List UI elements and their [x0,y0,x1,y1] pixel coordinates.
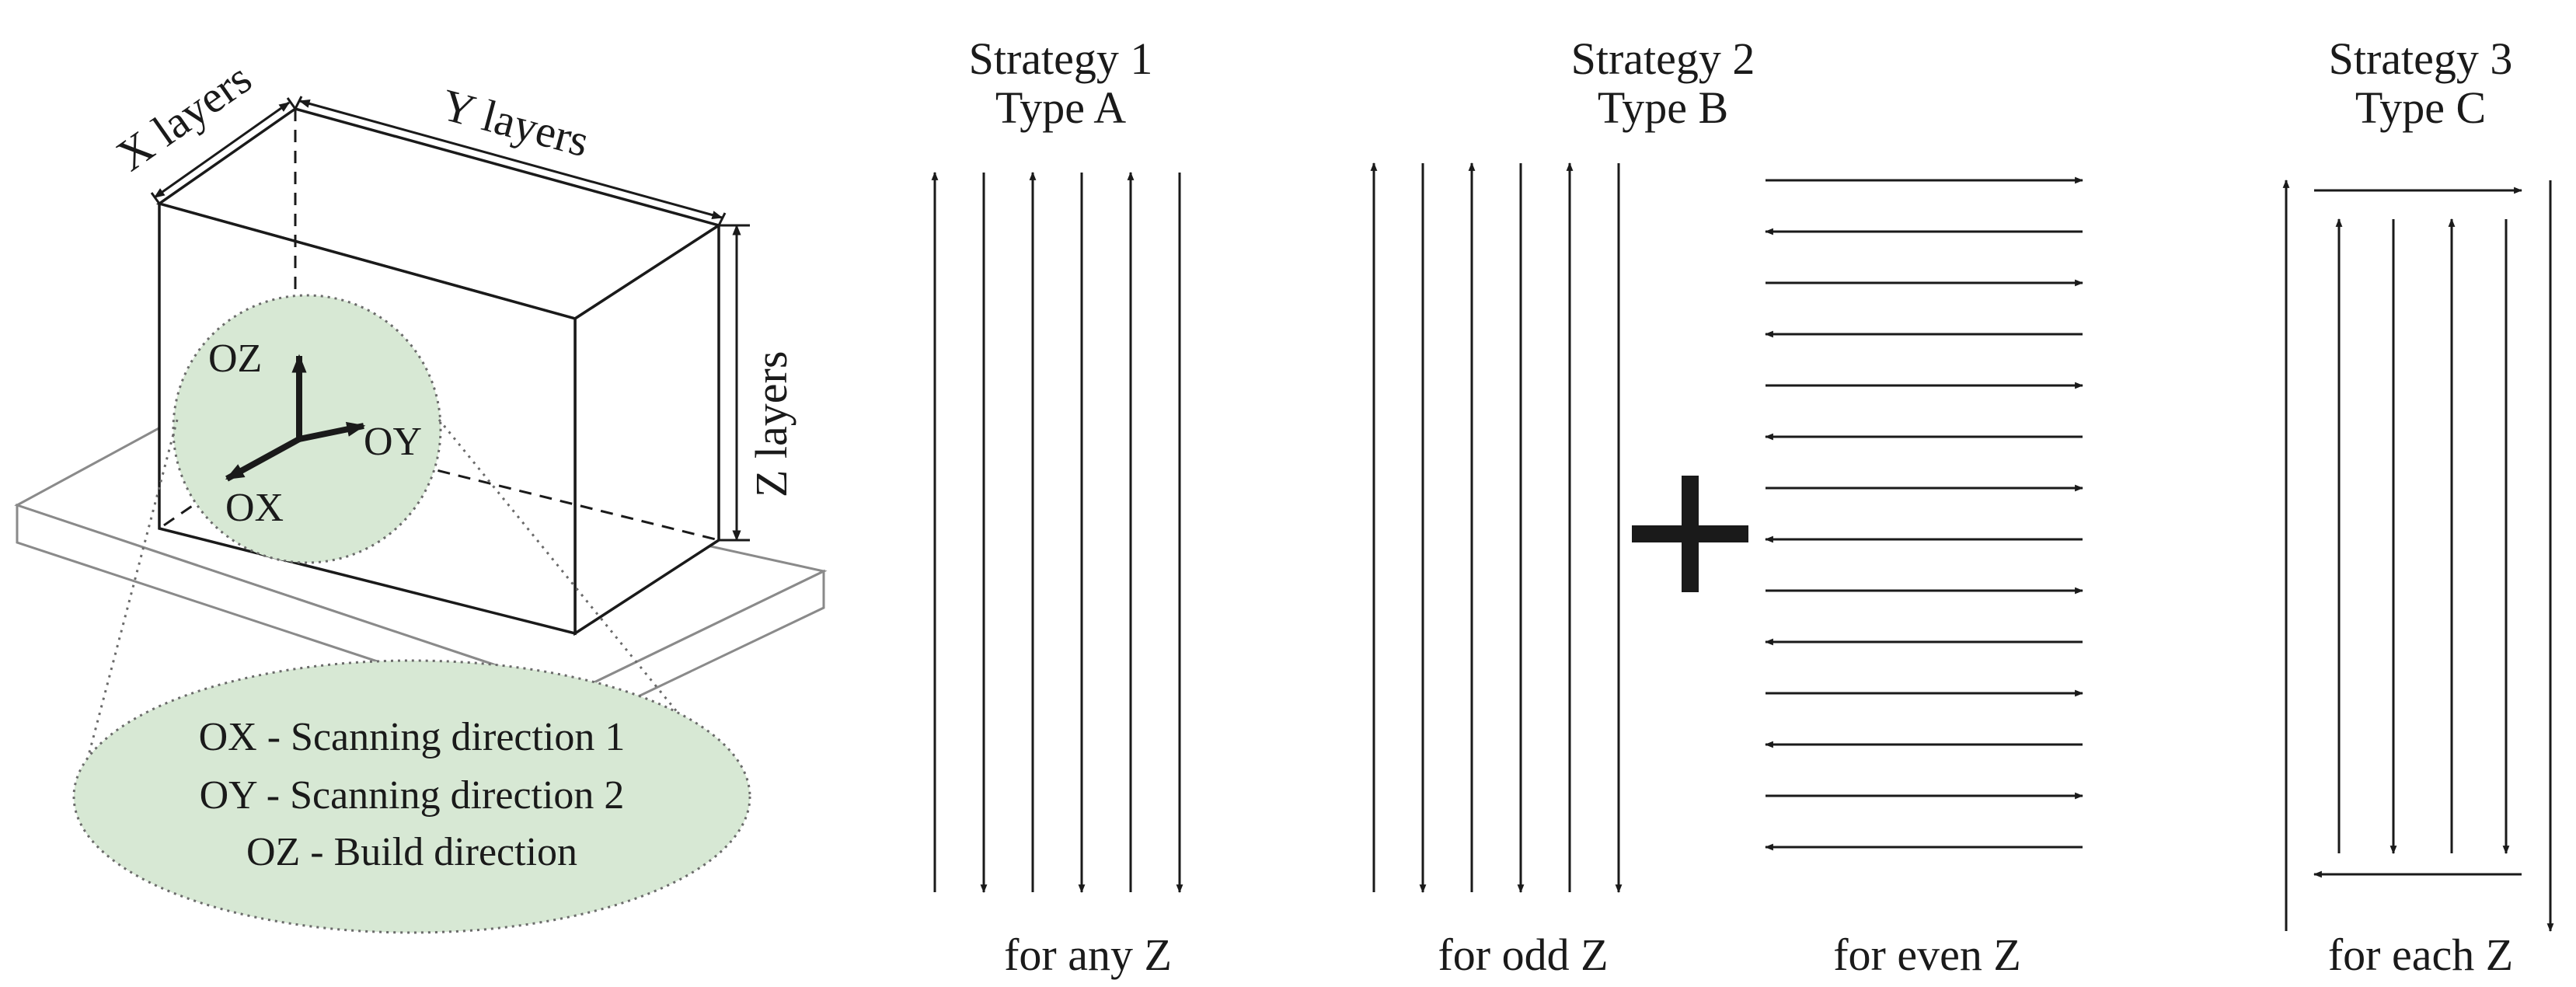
coordinate-axes [225,354,366,482]
strategy-2-type: Type B [1598,82,1728,133]
magnified-zone [172,294,442,564]
strategy-2-odd-scan-vectors [1370,162,1623,894]
strategy-2: Strategy 2 Type B for odd Z for even Z [1370,33,2084,980]
axis-label-oy: OY [364,420,422,464]
strategy-1: Strategy 1 Type A for any Z [931,33,1183,980]
strategy-3-title: Strategy 3 [2329,33,2513,84]
strategy-1-type: Type A [995,82,1126,133]
axis-label-oz: OZ [208,337,262,381]
strategy-2-title: Strategy 2 [1571,33,1755,84]
strategy-2-caption-odd: for odd Z [1438,929,1608,980]
strategy-1-scan-vectors [931,171,1183,894]
plus-sign [1632,476,1748,592]
axis-label-ox: OX [225,486,284,530]
legend-line-oy: OY - Scanning direction 2 [200,773,625,818]
strategy-2-caption-even: for even Z [1833,929,2021,980]
strategy-3-type: Type C [2355,82,2486,133]
strategy-1-caption: for any Z [1004,929,1172,980]
part-illustration: OZ OY OX X layers Y layers Z layers [14,53,828,797]
legend-line-oz: OZ - Build direction [246,830,577,874]
dimension-lines [150,96,750,542]
strategy-1-title: Strategy 1 [969,33,1153,84]
dim-label-z-layers: Z layers [746,351,797,497]
strategy-3-caption: for each Z [2328,929,2513,980]
legend-line-ox: OX - Scanning direction 1 [199,715,626,759]
strategy-3: Strategy 3 Type C for each Z [2282,33,2554,980]
direction-legend: OX - Scanning direction 1 OY - Scanning … [72,659,751,934]
strategy-3-scan-vectors [2282,179,2554,933]
strategy-2-even-scan-vectors [1764,176,2084,851]
